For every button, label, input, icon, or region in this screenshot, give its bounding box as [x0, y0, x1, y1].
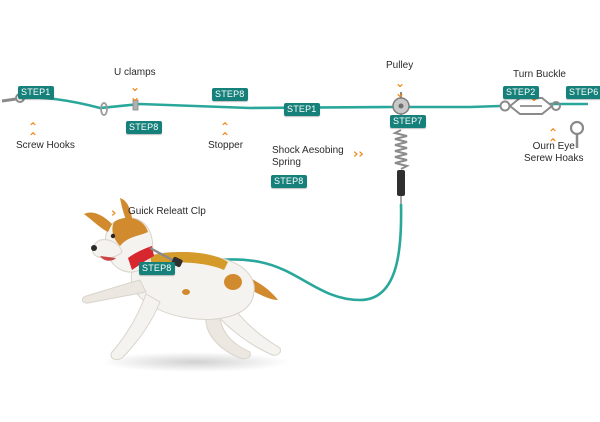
step-badge-dog-clip: STEP8	[139, 262, 175, 275]
chevron-down-icon: ⌄⌄	[394, 76, 406, 100]
chevron-up-icon: ⌃⌃	[27, 120, 39, 144]
step-badge-mid-cable: STEP1	[284, 103, 320, 116]
label-eye-screw-hooks: Ourn Eye Serew Hoaks	[524, 141, 584, 164]
chevron-right-icon: ››	[353, 147, 364, 162]
step-badge-u-clamps: STEP8	[126, 121, 162, 134]
chevron-up-icon: ⌃⌃	[547, 126, 559, 150]
label-turn-buckle: Turn Buckle	[513, 69, 566, 80]
eye-screw-hook	[569, 120, 585, 148]
label-shock-spring: Shock Aesobing Spring	[272, 145, 344, 168]
step-badge-right-eye: STEP6	[566, 86, 600, 99]
label-stopper: Stopper	[208, 140, 244, 151]
shock-spring	[392, 129, 410, 204]
step-badge-spring: STEP8	[271, 175, 307, 188]
step-badge-stopper: STEP8	[212, 88, 248, 101]
chevron-right-icon: ›	[111, 206, 117, 221]
label-pulley: Pulley	[386, 60, 414, 71]
step-badge-turn-buckle: STEP2	[503, 86, 539, 99]
chevron-up-icon: ⌃⌃	[219, 120, 231, 144]
step-badge-pulley: STEP7	[390, 115, 426, 128]
u-clamp	[100, 99, 139, 116]
chevron-down-icon: ⌄⌄	[129, 80, 141, 104]
label-quick-release-clip: Guick Releatt Clp	[128, 206, 206, 217]
label-u-clamps: U clamps	[114, 67, 156, 78]
dog-illustration	[81, 198, 281, 361]
dog-shadow	[100, 352, 290, 372]
step-badge-left-hook: STEP1	[18, 86, 54, 99]
label-screw-hooks: Screw Hooks	[16, 140, 75, 151]
trolley-cable	[21, 96, 501, 110]
